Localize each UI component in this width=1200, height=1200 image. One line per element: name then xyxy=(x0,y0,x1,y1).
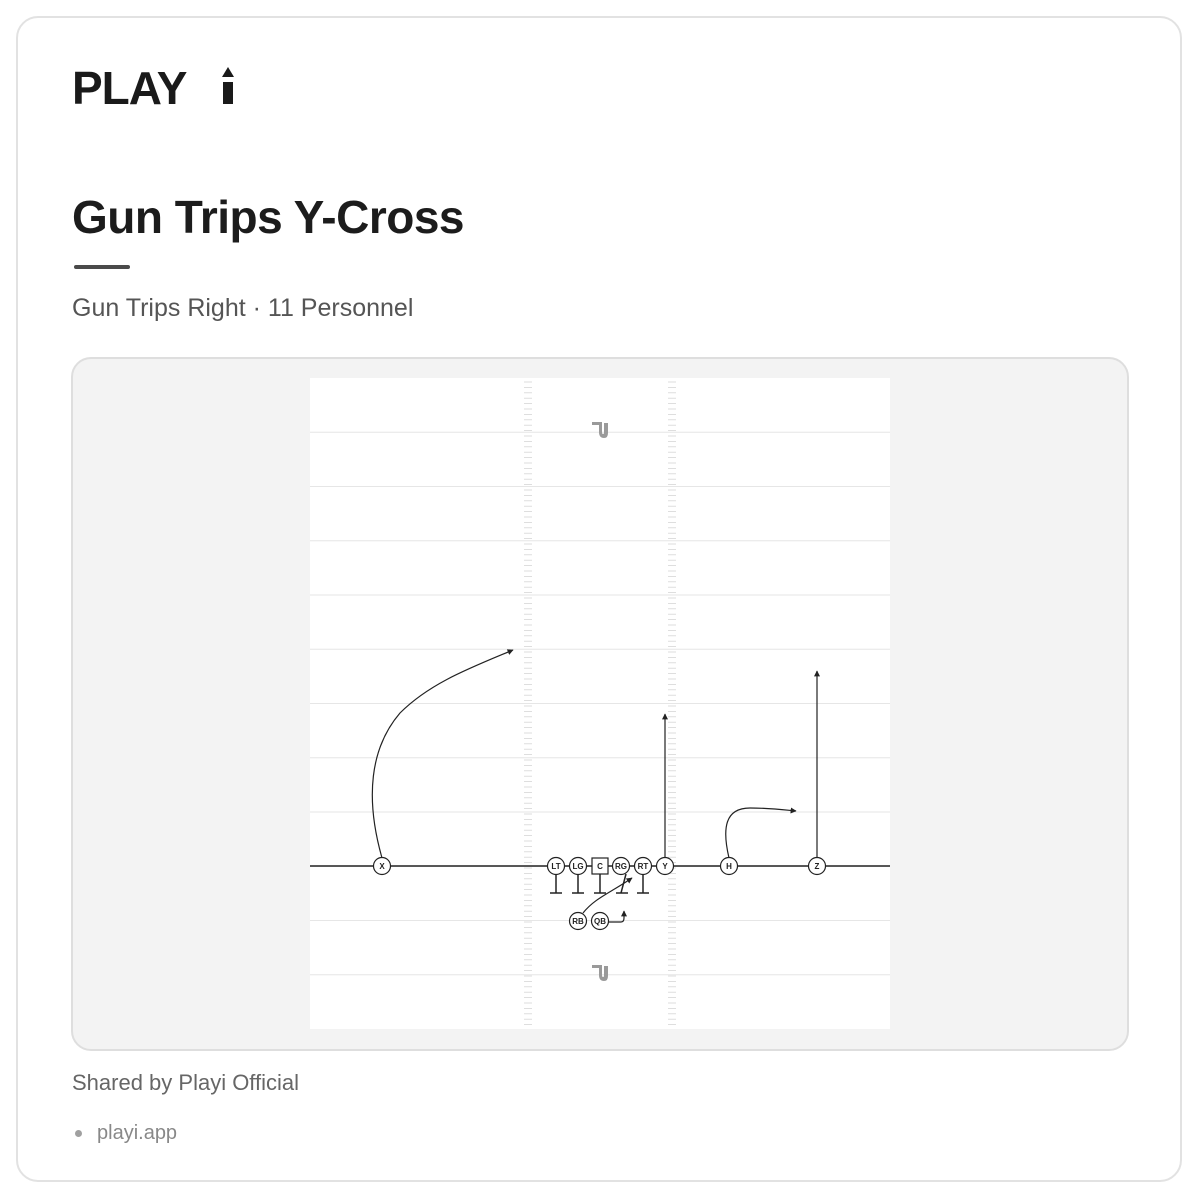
player-label: LG xyxy=(572,862,583,871)
player-label: RG xyxy=(615,862,627,871)
player-z[interactable]: Z xyxy=(807,856,827,876)
play-title: Gun Trips Y-Cross xyxy=(72,191,464,243)
playi-logo: PLAY xyxy=(72,62,234,110)
player-marker xyxy=(568,856,588,876)
player-marker xyxy=(372,856,392,876)
player-label: Y xyxy=(662,862,668,871)
player-lg[interactable]: LG xyxy=(568,856,588,876)
field-logo-bottom xyxy=(592,965,608,981)
subtitle-separator: · xyxy=(245,294,268,322)
player-marker xyxy=(546,856,566,876)
personnel-label: 11 Personnel xyxy=(267,294,414,322)
player-label: LT xyxy=(551,862,560,871)
field-logo-top xyxy=(592,422,608,438)
player-lt[interactable]: LT xyxy=(546,856,566,876)
player-label: RT xyxy=(638,862,649,871)
title-divider xyxy=(74,265,130,269)
player-label: RB xyxy=(572,917,584,926)
player-qb[interactable]: QB xyxy=(590,911,610,931)
play-subtitle: Gun Trips Right · 11 Personnel xyxy=(72,294,413,323)
route-rb-swing xyxy=(582,877,633,914)
player-x[interactable]: X xyxy=(372,856,392,876)
player-label: Z xyxy=(815,862,820,871)
players: X LT LG C RG RT Y H Z RB QB xyxy=(372,856,827,931)
play-diagram-field: X LT LG C RG RT Y H Z RB QB xyxy=(310,378,890,1029)
player-marker xyxy=(719,856,739,876)
pass-blocks xyxy=(550,873,649,894)
hash-marks xyxy=(524,381,676,1025)
player-rg[interactable]: RG xyxy=(611,856,631,876)
footer-link-row[interactable]: playi.app xyxy=(72,1122,177,1145)
player-label: C xyxy=(597,862,603,871)
player-h[interactable]: H xyxy=(719,856,739,876)
player-marker xyxy=(590,911,610,931)
player-marker xyxy=(633,856,653,876)
player-label: X xyxy=(379,862,385,871)
player-y[interactable]: Y xyxy=(655,856,675,876)
route-x-post xyxy=(371,649,514,859)
formation-label: Gun Trips Right xyxy=(72,294,246,322)
player-label: H xyxy=(726,862,732,871)
player-marker xyxy=(568,911,588,931)
player-rt[interactable]: RT xyxy=(633,856,653,876)
player-rb[interactable]: RB xyxy=(568,911,588,931)
play-diagram: X LT LG C RG RT Y H Z RB QB xyxy=(310,381,890,1025)
svg-text:PLAY: PLAY xyxy=(72,62,187,110)
player-label: QB xyxy=(594,917,606,926)
shared-by-text: Shared by Playi Official xyxy=(72,1070,300,1095)
player-marker xyxy=(655,856,675,876)
bullet-icon xyxy=(75,1130,82,1137)
player-marker xyxy=(591,857,609,875)
player-marker xyxy=(807,856,827,876)
footer-link[interactable]: playi.app xyxy=(97,1122,178,1144)
routes xyxy=(371,649,820,923)
player-c[interactable]: C xyxy=(591,857,609,875)
route-h-out xyxy=(725,807,797,859)
player-marker xyxy=(611,856,631,876)
route-qb-rollout xyxy=(607,910,627,923)
